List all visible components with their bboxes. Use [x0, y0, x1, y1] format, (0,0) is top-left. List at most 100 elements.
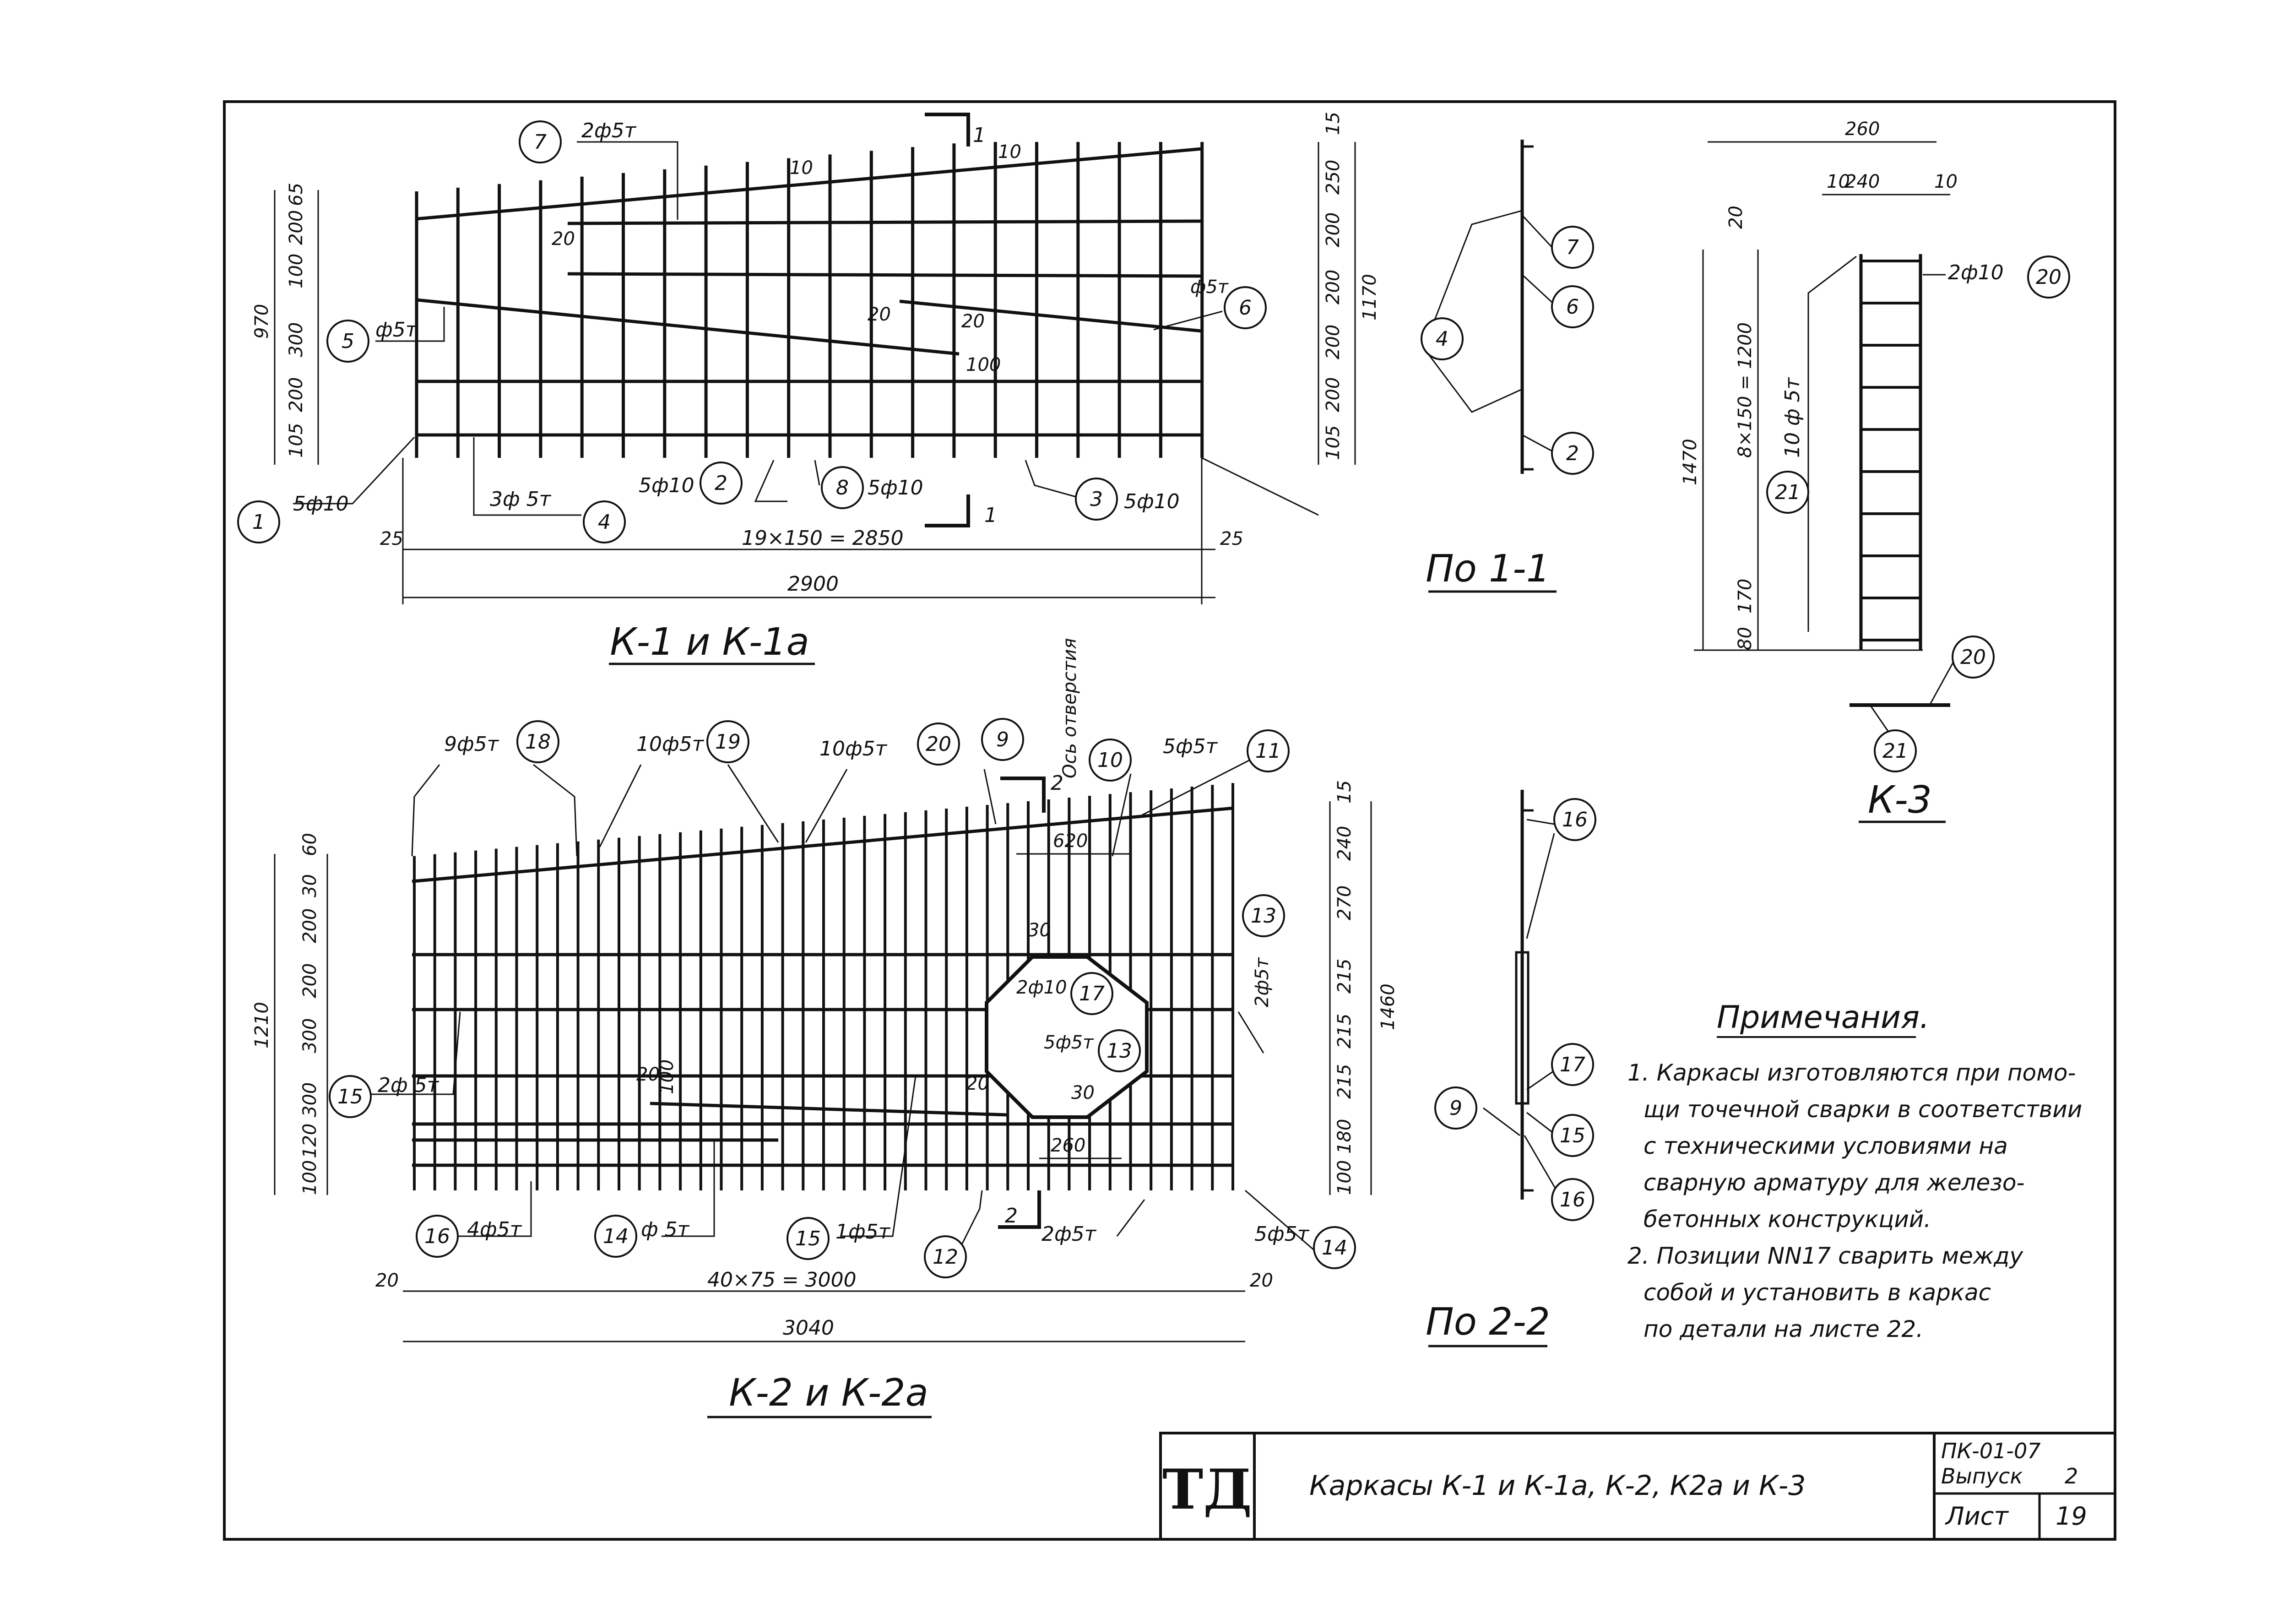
callout-sec11-7-num: 7	[1566, 236, 1579, 259]
k1-leader-2	[754, 460, 787, 502]
k3-caption: К-3	[1868, 778, 1932, 822]
callout-k2-14b-num: 14	[1322, 1236, 1347, 1260]
k3-height: 1470	[1680, 439, 1701, 485]
callout-k1-2	[700, 462, 743, 505]
k1-bar-top	[416, 147, 1202, 221]
callout-k2-17-num: 17	[1079, 982, 1105, 1005]
callout-k2-16-text: 4ф5т	[467, 1218, 522, 1241]
k1-dim-r5: 200	[1323, 377, 1344, 412]
callout-k1-6-num: 6	[1239, 296, 1252, 320]
k3-bar-top-text: 2ф10	[1948, 261, 2004, 284]
sec22-leader-16c	[1524, 1135, 1557, 1191]
k2-leader-14b	[1245, 1189, 1314, 1251]
k2-dim-total-text: 3040	[783, 1316, 834, 1340]
callout-k2-19	[706, 720, 749, 763]
k1-dimensions: 65 200 100 300 200 105 970 15 250 200 20…	[251, 112, 1380, 596]
k2-leader-13	[1237, 1011, 1264, 1054]
callout-k1-3	[1075, 478, 1118, 521]
callout-k1-5-num: 5	[342, 330, 354, 353]
callout-sec22-17	[1551, 1043, 1594, 1086]
callout-k2-15b-num: 15	[795, 1227, 821, 1250]
k1-leader-right	[1201, 457, 1319, 516]
k2-leader-12	[958, 1190, 983, 1250]
callout-k2-13b-num: 13	[1107, 1039, 1132, 1063]
callout-k1-4	[583, 500, 626, 543]
title-block-frame	[1159, 1432, 2116, 1541]
sec11-leader-4b	[1423, 348, 1523, 413]
k2-leader-18	[411, 764, 440, 857]
k2-leader-15	[371, 1011, 461, 1095]
k2-small-3: 20	[966, 1073, 989, 1094]
k1-dim-r6: 105	[1323, 425, 1344, 460]
notes-heading: Примечания.	[1717, 999, 1930, 1036]
callout-k3-20	[2027, 255, 2070, 299]
k1-dim-r0: 15	[1323, 112, 1344, 135]
k1-dim-overall-left: 970	[251, 304, 272, 339]
k2-hole-axis: Ось отверстия	[1059, 638, 1080, 778]
k2-dim-l0: 60	[299, 833, 320, 856]
k2-leader-10	[1112, 773, 1132, 857]
k2-dim-edge-left: 20	[375, 1270, 399, 1291]
sec11-leader-7	[1521, 214, 1553, 248]
k2-dim-overall-left: 1210	[251, 1002, 272, 1048]
k1-dim-l2: 100	[286, 254, 307, 288]
notes: Примечания. 1. Каркасы изготовляются при…	[1627, 999, 2082, 1342]
callout-k3-21-num: 21	[1775, 481, 1801, 504]
k1-leader-8	[814, 460, 820, 486]
k1-dim-pitch: 19×150 = 2850	[742, 527, 904, 550]
callout-k1-2-text: 5ф10	[639, 474, 694, 497]
k1-leader-3	[1025, 460, 1076, 498]
callout-sec22-17-num: 17	[1560, 1053, 1585, 1076]
callout-sec11-4	[1421, 317, 1464, 360]
callout-k2-9-num: 9	[996, 728, 1009, 751]
callout-k2-14b	[1313, 1226, 1356, 1269]
sec22-callouts: 16 17 9 15 16	[1434, 798, 1596, 1221]
callout-sec22-9	[1434, 1086, 1477, 1130]
k2-callouts: 9ф5т 18 10ф5т 19 10ф5т 20 9 10 5ф5т 11 1…	[329, 638, 1356, 1278]
callout-k1-1	[237, 500, 280, 543]
k3-top: 20	[1725, 206, 1747, 229]
callout-k1-5	[326, 320, 369, 363]
k1-small-1: 10	[998, 141, 1021, 163]
callout-k2-10-num: 10	[1097, 749, 1123, 772]
k2-dim-r3: 215	[1334, 959, 1355, 994]
k1-small-3: 20	[868, 304, 891, 325]
callout-k1-8-num: 8	[836, 476, 849, 500]
k1-dim-l5: 105	[286, 423, 307, 458]
callout-k2-13a-num: 13	[1251, 904, 1276, 928]
callout-sec11-7	[1551, 226, 1594, 269]
sec22-leader-9	[1483, 1107, 1520, 1136]
k3-bottom-1: 80	[1735, 627, 1756, 650]
callout-k2-11-num: 11	[1255, 739, 1281, 763]
callout-sec11-4-num: 4	[1436, 327, 1448, 351]
callout-k1-7-text: 2ф5т	[581, 119, 637, 142]
callout-k2-14a-num: 14	[603, 1225, 629, 1248]
k2-dim-l2: 200	[299, 908, 320, 943]
k1-bar-sloped	[416, 298, 960, 356]
callout-k2-14a-text: ф 5т	[641, 1218, 690, 1241]
k2-small-4: 100	[656, 1059, 678, 1094]
callout-k1-8-text: 5ф10	[868, 476, 923, 500]
callout-k1-7-num: 7	[534, 130, 547, 154]
callout-k2-15a	[329, 1075, 372, 1118]
k2-section-top-num: 2	[1051, 771, 1063, 795]
k3-edge-right: 10	[1934, 171, 1958, 192]
callout-k2-13b	[1098, 1029, 1141, 1072]
k2-dim-l6: 120	[299, 1124, 320, 1158]
sec11-leader-6	[1521, 274, 1553, 303]
k2-bar-top	[412, 806, 1234, 883]
k3-labels: 260 240 10 10 20 1470 8×150 = 1200 170 8…	[1680, 119, 2070, 772]
k1-section-mark-top	[925, 113, 970, 147]
callout-sec11-6	[1551, 285, 1594, 328]
k1-vertical-bars	[415, 142, 1204, 458]
sec22-leader-16b	[1526, 833, 1555, 939]
callout-k2-13a	[1242, 894, 1285, 937]
k1-dim-r3: 200	[1323, 270, 1344, 304]
k1-small-4: 20	[961, 311, 985, 332]
title-block	[1159, 1432, 2116, 1541]
k1-leader-4	[473, 437, 581, 516]
callout-k2-16-num: 16	[424, 1225, 450, 1248]
callout-k2-12	[924, 1235, 967, 1278]
k1-callouts: 7 2ф5т 5 ф5т 6 ф5т 1 5ф10 4 3ф 5т 2 5ф10…	[237, 119, 1267, 543]
callout-k1-1-text: 5ф10	[293, 492, 349, 516]
